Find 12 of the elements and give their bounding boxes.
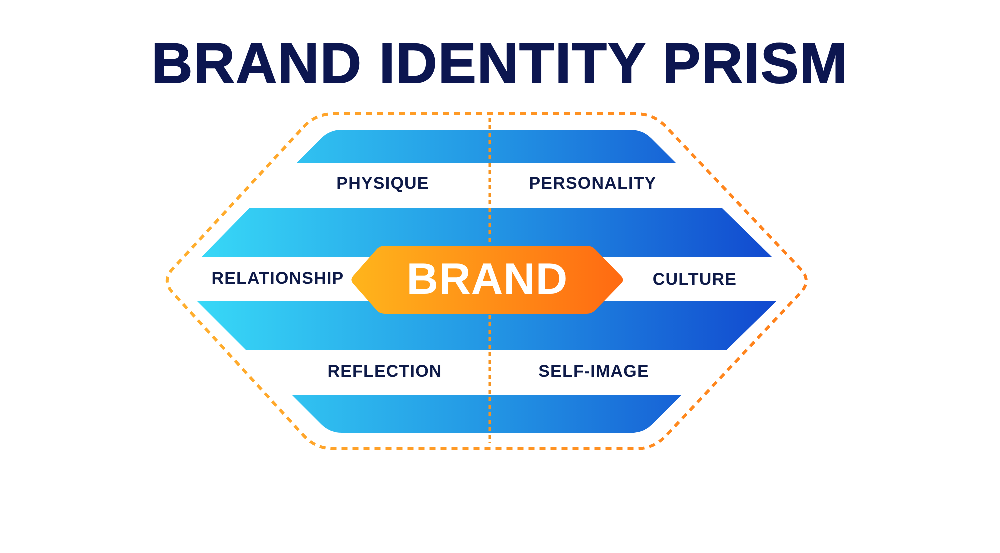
facet-label: PERSONALITY [529, 174, 657, 194]
center-hexagon [349, 245, 626, 315]
title: BRAND IDENTITY PRISM [152, 36, 848, 93]
gradient-band [292, 395, 682, 433]
facet-label: SELF-IMAGE [538, 362, 650, 382]
center-label: BRAND [406, 258, 568, 302]
facet-label: RELATIONSHIP [212, 269, 344, 289]
gradient-band [202, 208, 772, 257]
facet-label: CULTURE [652, 270, 738, 290]
gradient-band [297, 130, 676, 163]
facet-label: PHYSIQUE [336, 174, 430, 194]
facet-label: REFLECTION [328, 362, 442, 382]
